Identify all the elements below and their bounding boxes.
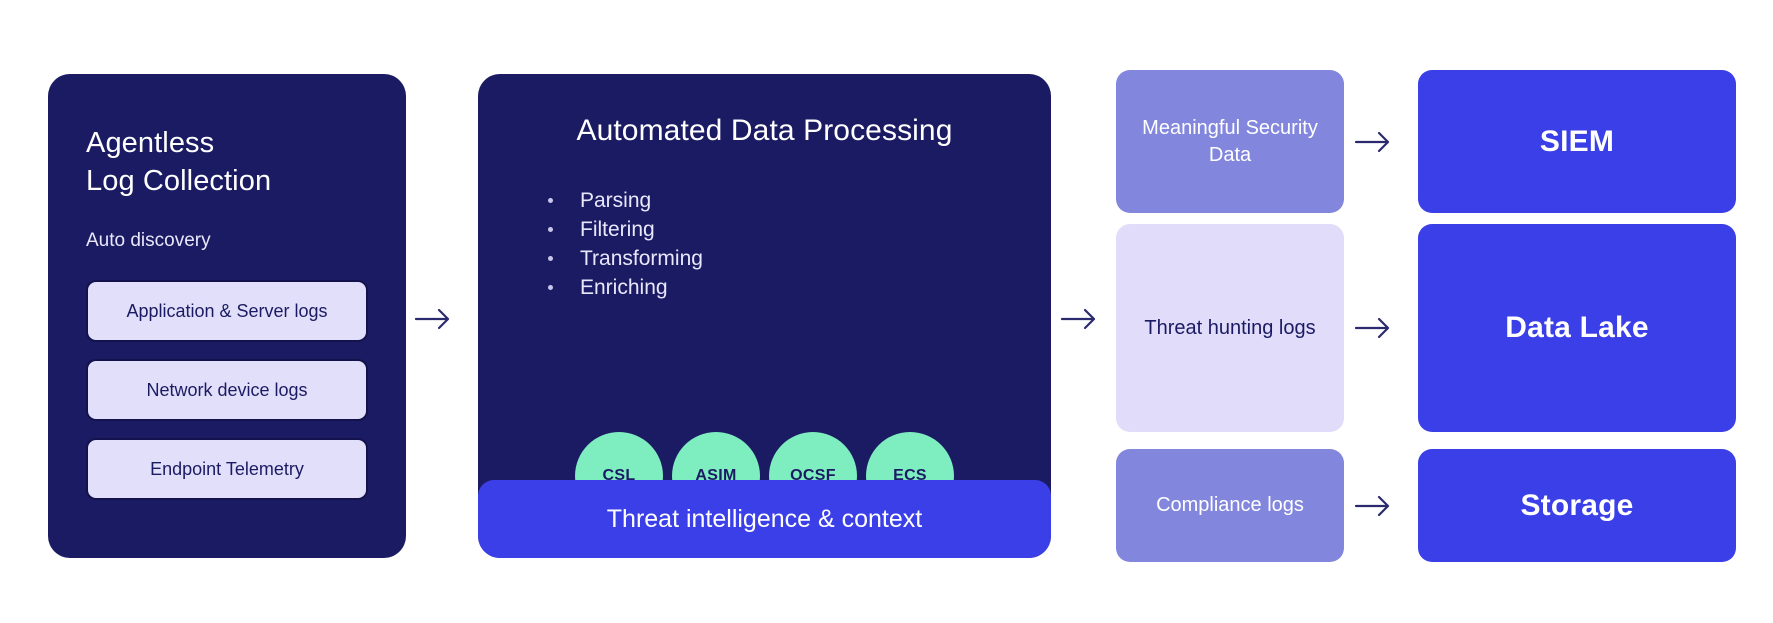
threat-intelligence-banner: Threat intelligence & context	[478, 480, 1051, 558]
processing-title: Automated Data Processing	[576, 114, 953, 147]
processing-steps-list: Parsing Filtering Transforming Enriching	[544, 186, 1051, 302]
arrow-right-icon	[1352, 491, 1396, 521]
destination-data-lake[interactable]: Data Lake	[1418, 224, 1736, 432]
arrow-right-icon	[412, 304, 456, 334]
processing-step: Enriching	[544, 273, 1051, 302]
log-source-pill[interactable]: Endpoint Telemetry	[86, 438, 368, 500]
log-source-pill[interactable]: Application & Server logs	[86, 280, 368, 342]
arrow-right-icon	[1058, 304, 1102, 334]
agentless-log-collection-card: Agentless Log Collection Auto discovery …	[48, 74, 406, 558]
processing-step: Parsing	[544, 186, 1051, 215]
processing-step: Transforming	[544, 244, 1051, 273]
arrow-right-icon	[1352, 313, 1396, 343]
output-box-threat-hunting-logs[interactable]: Threat hunting logs	[1116, 224, 1344, 432]
collection-title: Agentless Log Collection	[86, 127, 272, 197]
collection-subtitle: Auto discovery	[86, 230, 211, 251]
log-source-list: Application & Server logs Network device…	[86, 280, 368, 500]
automated-data-processing-card: Automated Data Processing Parsing Filter…	[478, 74, 1051, 558]
arrow-right-icon	[1352, 127, 1396, 157]
processing-step: Filtering	[544, 215, 1051, 244]
output-box-meaningful-security-data[interactable]: Meaningful Security Data	[1116, 70, 1344, 213]
destination-storage[interactable]: Storage	[1418, 449, 1736, 562]
output-box-compliance-logs[interactable]: Compliance logs	[1116, 449, 1344, 562]
destination-siem[interactable]: SIEM	[1418, 70, 1736, 213]
log-source-pill[interactable]: Network device logs	[86, 359, 368, 421]
